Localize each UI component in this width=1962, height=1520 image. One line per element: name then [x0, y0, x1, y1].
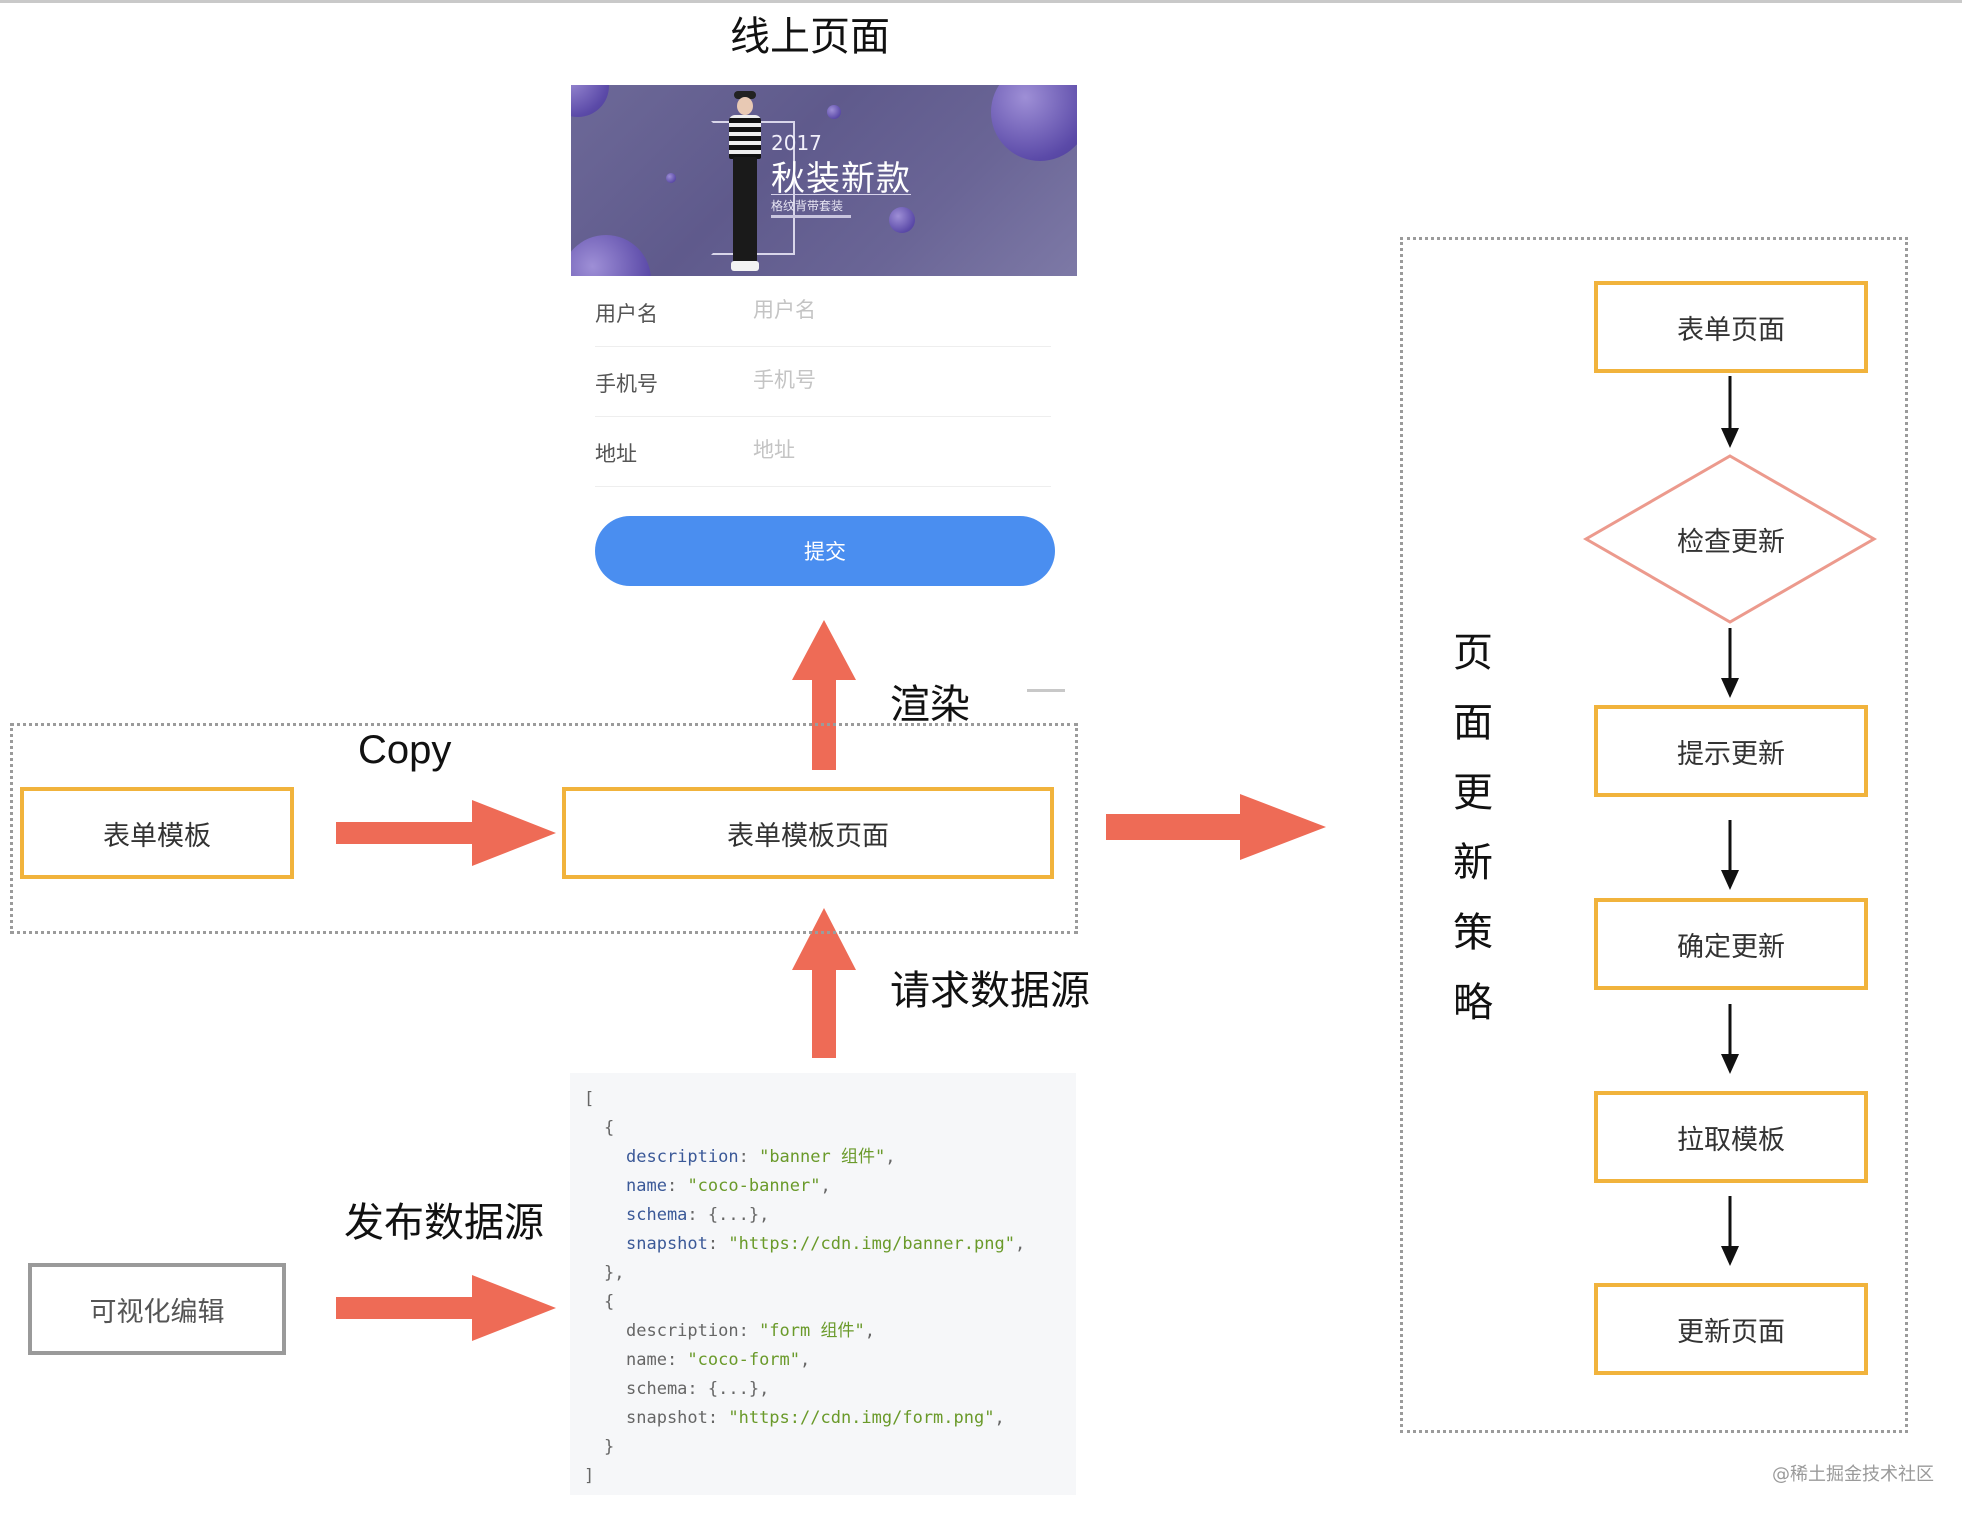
online-page-title: 线上页面	[730, 14, 890, 60]
flow-arrow-1-head	[1721, 428, 1739, 448]
faint-mark	[1027, 689, 1065, 692]
code-line: name: "coco-banner",	[626, 1176, 831, 1196]
request-up-arrow	[792, 908, 856, 1058]
phone-label: 手机号	[595, 372, 658, 396]
address-input[interactable]	[753, 430, 1043, 470]
strategy-char: 更	[1453, 770, 1493, 816]
model-figure	[719, 91, 769, 276]
flow-step-update-page: 更新页面	[1594, 1283, 1868, 1375]
to-strategy-arrow	[1106, 794, 1326, 860]
flow-step-check-update: 检查更新	[1677, 526, 1785, 558]
code-line: schema: {...},	[626, 1205, 770, 1225]
username-input[interactable]	[753, 290, 1043, 330]
top-border	[0, 0, 1962, 3]
phone-input[interactable]	[753, 360, 1043, 400]
flow-step-prompt-update: 提示更新	[1594, 705, 1868, 797]
strategy-char: 策	[1453, 910, 1493, 956]
code-line: schema: {...},	[626, 1379, 770, 1399]
code-line: name: "coco-form",	[626, 1350, 811, 1370]
data-source-code: [ { description: "banner 组件", name: "coc…	[570, 1073, 1076, 1495]
form-template-page-box: 表单模板页面	[562, 787, 1054, 879]
code-line: snapshot: "https://cdn.img/banner.png",	[626, 1234, 1026, 1254]
publish-source-label: 发布数据源	[344, 1200, 544, 1246]
form-mock: 用户名 手机号 地址 提交	[571, 276, 1077, 596]
flow-arrow-3-head	[1721, 870, 1739, 890]
banner-fine-print	[771, 215, 851, 218]
banner-subtitle: 格纹背带套装	[771, 199, 844, 213]
strategy-char: 页	[1453, 630, 1493, 676]
flow-step-confirm-update: 确定更新	[1594, 898, 1868, 990]
flow-arrow-5-head	[1721, 1246, 1739, 1266]
copy-right-arrow	[336, 800, 556, 866]
code-line: description: "banner 组件",	[626, 1147, 896, 1167]
banner-title: 秋装新款	[771, 159, 911, 199]
banner-bubble	[889, 207, 915, 233]
banner-image: 2017 秋装新款 格纹背带套装	[571, 85, 1077, 276]
code-brace-close: }	[604, 1437, 615, 1457]
strategy-char: 面	[1453, 700, 1493, 746]
address-label: 地址	[595, 442, 637, 466]
strategy-title: 页 面 更 新 策 略	[1448, 618, 1498, 1038]
flow-step-form-page: 表单页面	[1594, 281, 1868, 373]
code-bracket-close: ]	[584, 1466, 595, 1486]
publish-right-arrow	[336, 1275, 556, 1341]
flow-arrow-4-head	[1721, 1054, 1739, 1074]
render-up-arrow	[792, 620, 856, 770]
form-row-address: 地址	[595, 416, 1051, 487]
check-update-diamond	[1582, 454, 1878, 624]
code-line: description: "form 组件",	[626, 1321, 875, 1341]
form-template-box: 表单模板	[20, 787, 294, 879]
request-source-label: 请求数据源	[890, 968, 1090, 1014]
strategy-char: 新	[1453, 840, 1493, 886]
banner-bubble	[827, 105, 841, 119]
strategy-char: 略	[1453, 980, 1493, 1026]
banner-year: 2017	[771, 131, 822, 155]
watermark: @稀土掘金技术社区	[1772, 1464, 1934, 1485]
username-label: 用户名	[595, 302, 658, 326]
banner-bubble	[666, 173, 676, 183]
update-strategy-frame	[1400, 237, 1908, 1433]
submit-button[interactable]: 提交	[595, 516, 1055, 586]
copy-group-frame	[10, 723, 1078, 934]
copy-label: Copy	[358, 728, 452, 772]
code-brace-open: {	[604, 1118, 615, 1138]
visual-editor-box: 可视化编辑	[28, 1263, 286, 1355]
code-brace-open: {	[604, 1292, 615, 1312]
flow-arrow-2-head	[1721, 678, 1739, 698]
form-row-username: 用户名	[595, 276, 1051, 347]
form-row-phone: 手机号	[595, 346, 1051, 417]
code-bracket-open: [	[584, 1089, 595, 1109]
banner-divider	[771, 194, 911, 195]
flow-step-pull-template: 拉取模板	[1594, 1091, 1868, 1183]
code-line: snapshot: "https://cdn.img/form.png",	[626, 1408, 1005, 1428]
render-label: 渲染	[890, 682, 970, 728]
code-brace-close: },	[604, 1263, 625, 1283]
